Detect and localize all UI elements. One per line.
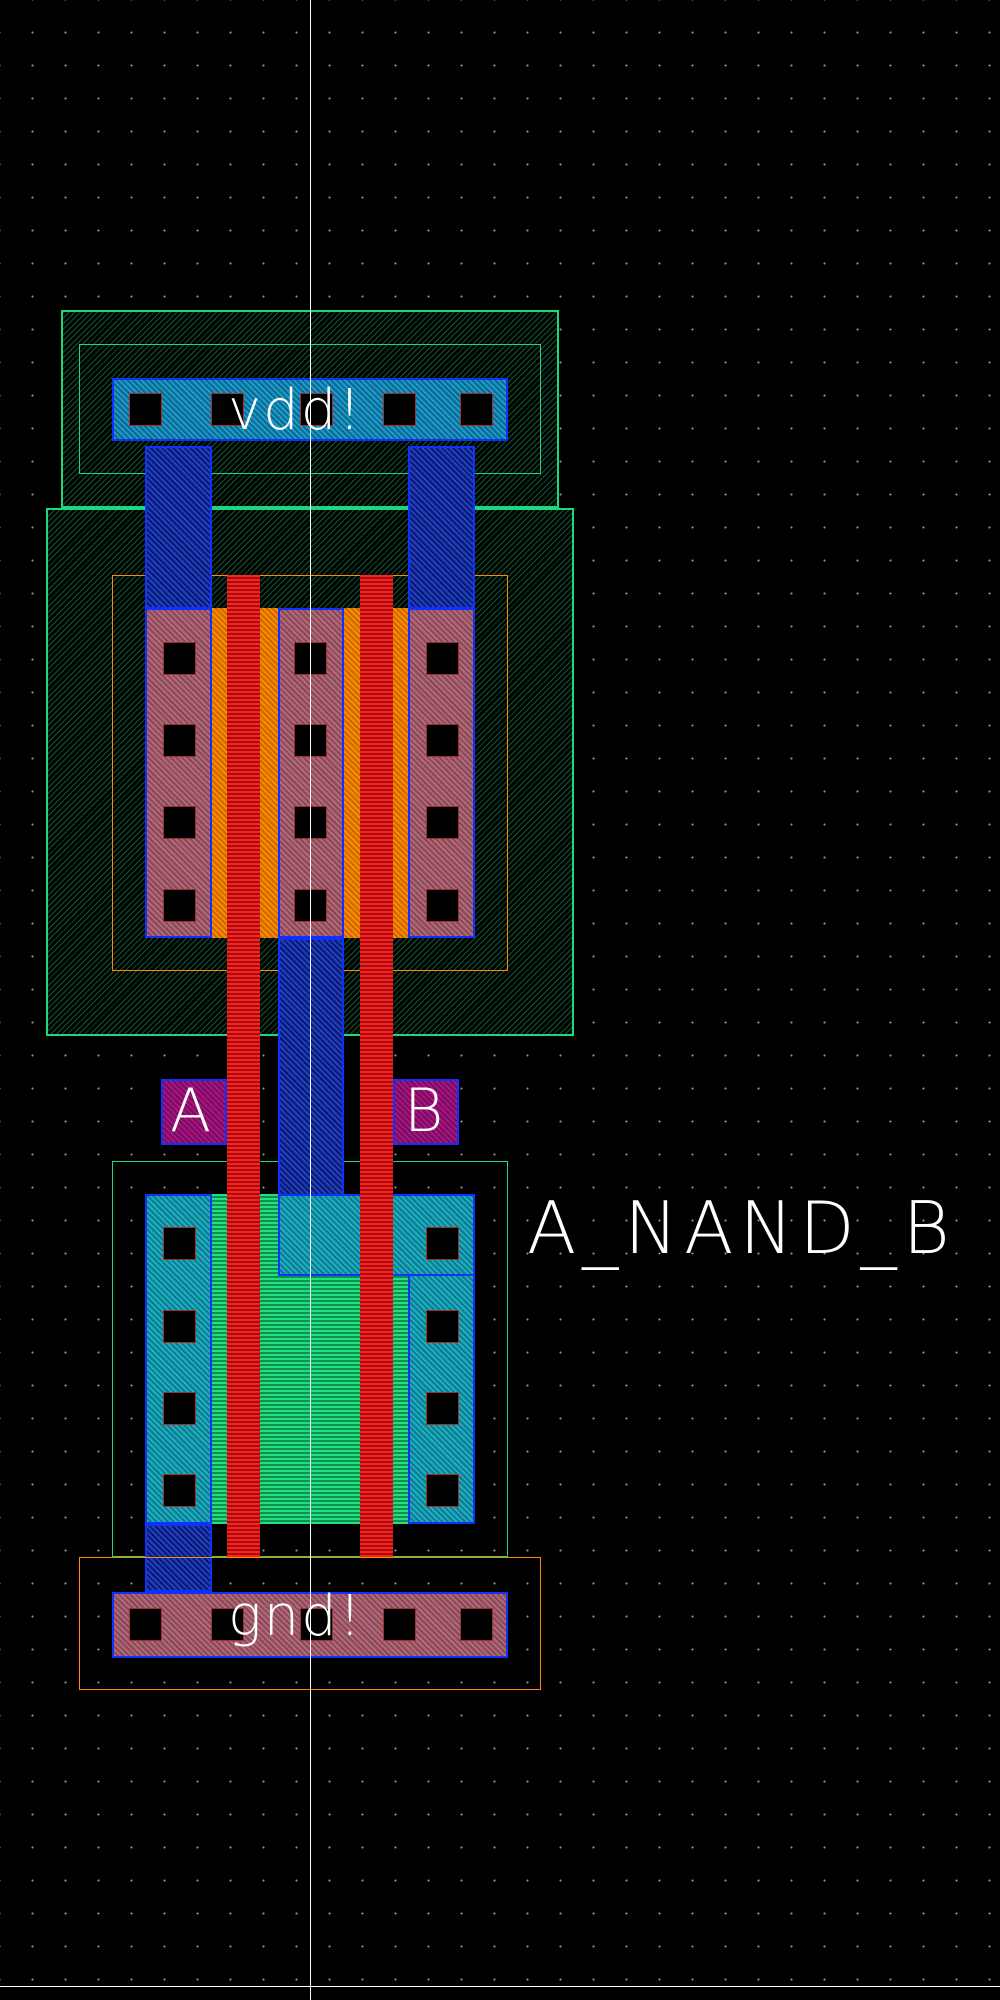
pin-a[interactable] xyxy=(161,1079,227,1145)
cell-name-label: A_NAND_B xyxy=(527,1186,956,1270)
vdd-strap-left[interactable] xyxy=(145,446,212,609)
contact[interactable] xyxy=(383,1608,416,1641)
contact[interactable] xyxy=(163,1474,196,1507)
contact[interactable] xyxy=(426,642,459,675)
gnd-label: gnd! xyxy=(228,1584,364,1649)
pin-b[interactable] xyxy=(393,1079,459,1145)
pmos-source-left[interactable] xyxy=(145,608,212,938)
crosshair-vertical xyxy=(310,0,311,2000)
contact[interactable] xyxy=(163,1310,196,1343)
contact[interactable] xyxy=(163,806,196,839)
contact[interactable] xyxy=(129,1608,162,1641)
vdd-label: vdd! xyxy=(228,378,363,443)
pin-b-label: B xyxy=(404,1076,444,1146)
vdd-strap-right[interactable] xyxy=(408,446,475,609)
contact[interactable] xyxy=(163,1227,196,1260)
gnd-strap[interactable] xyxy=(145,1524,212,1592)
contact[interactable] xyxy=(426,889,459,922)
contact[interactable] xyxy=(383,393,416,426)
contact[interactable] xyxy=(426,1310,459,1343)
contact[interactable] xyxy=(460,1608,493,1641)
poly-gate-a[interactable] xyxy=(227,575,260,1557)
contact[interactable] xyxy=(426,724,459,757)
contact[interactable] xyxy=(129,393,162,426)
poly-gate-b[interactable] xyxy=(360,575,393,1557)
contact[interactable] xyxy=(426,806,459,839)
contact[interactable] xyxy=(163,1392,196,1425)
contact[interactable] xyxy=(300,393,333,426)
contact[interactable] xyxy=(163,642,196,675)
contact[interactable] xyxy=(426,1474,459,1507)
contact[interactable] xyxy=(163,724,196,757)
contact[interactable] xyxy=(211,393,244,426)
pin-a-label: A xyxy=(170,1076,212,1146)
contact[interactable] xyxy=(426,1227,459,1260)
crosshair-horizontal xyxy=(0,1986,1000,1987)
contact[interactable] xyxy=(300,1608,333,1641)
contact[interactable] xyxy=(426,1392,459,1425)
contact[interactable] xyxy=(460,393,493,426)
contact[interactable] xyxy=(211,1608,244,1641)
contact[interactable] xyxy=(163,889,196,922)
